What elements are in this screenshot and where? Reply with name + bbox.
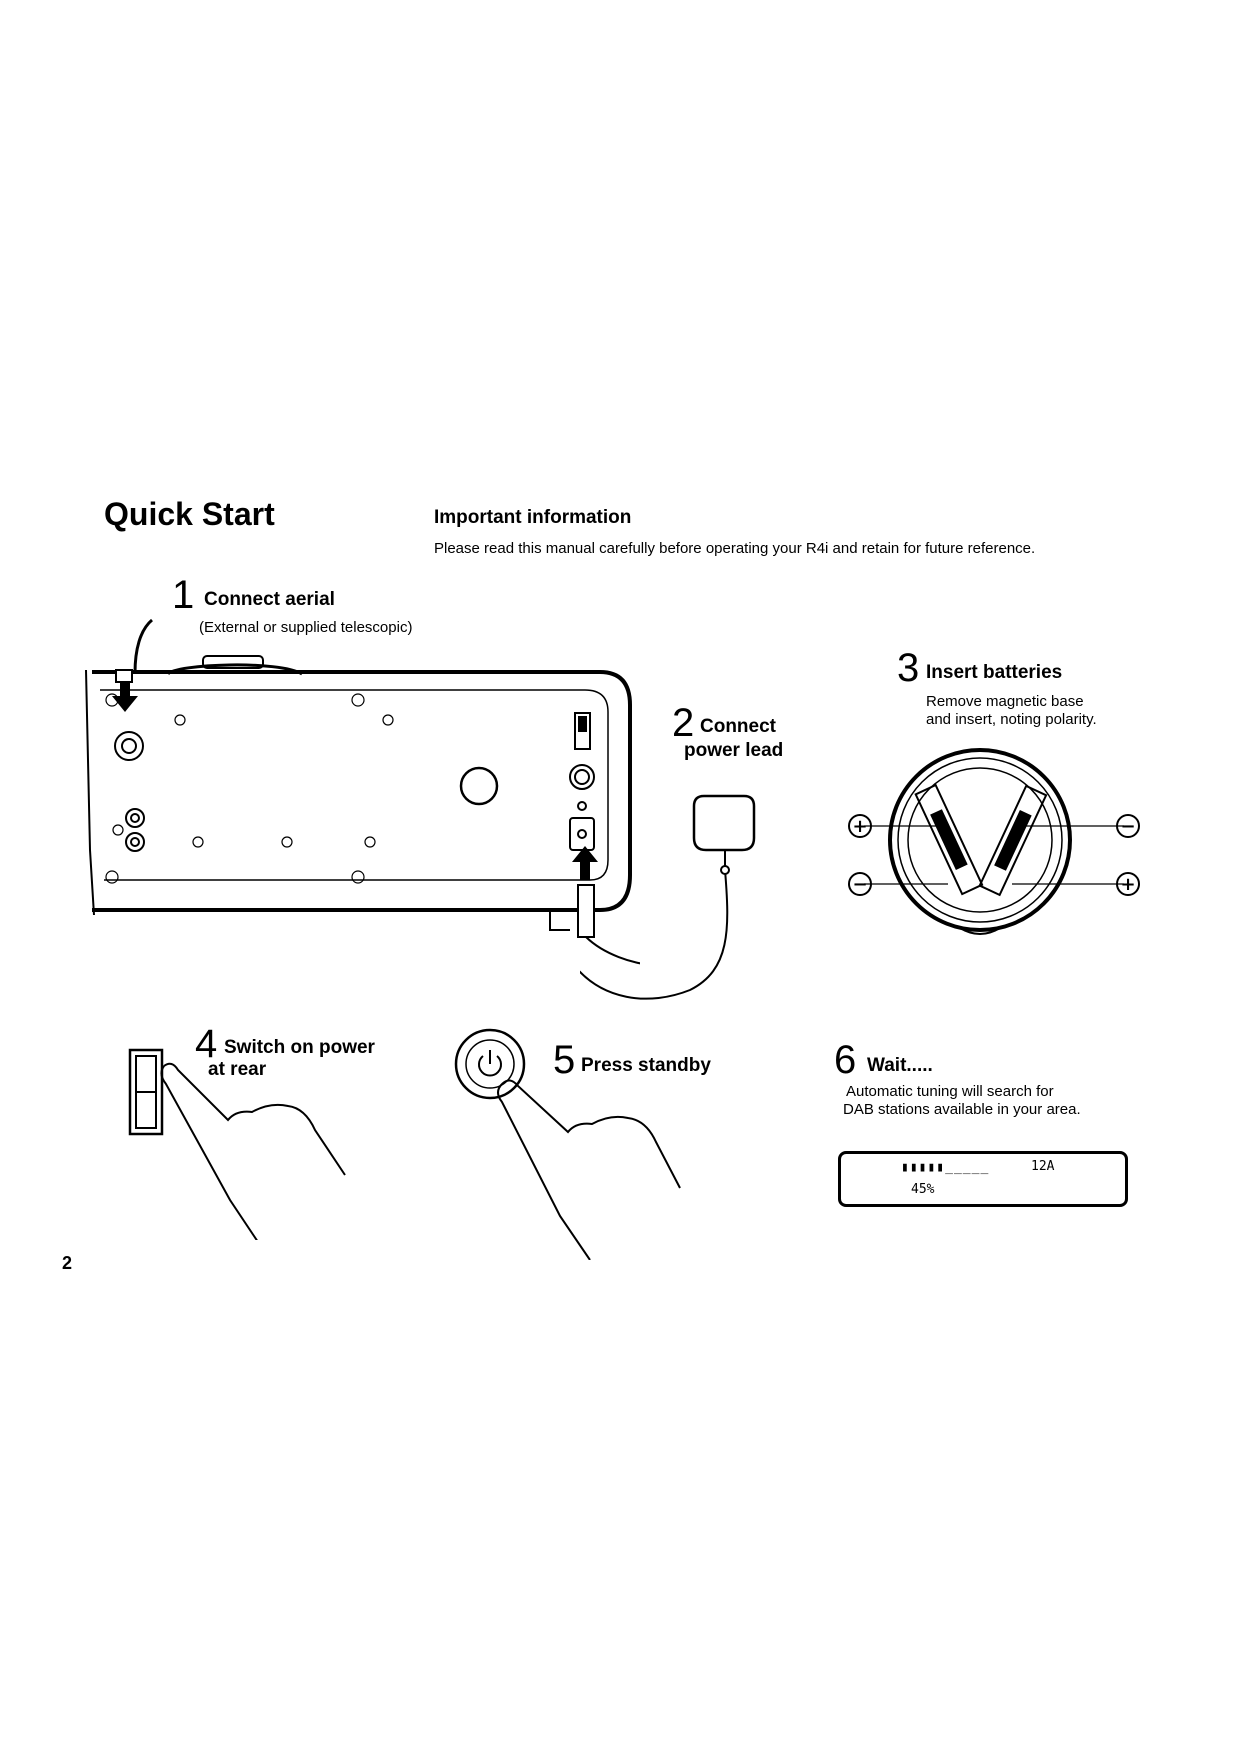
step-6-heading: Wait.....: [867, 1055, 933, 1076]
step-1-sub: (External or supplied telescopic): [199, 619, 413, 636]
step-3-sub-line2: and insert, noting polarity.: [926, 711, 1097, 728]
step-2-heading-line2: power lead: [684, 740, 784, 761]
step-6-number: 6: [834, 1038, 857, 1082]
lcd-display: ▮▮▮▮▮_____ 12A 45%: [838, 1151, 1128, 1207]
standby-button-hand-illustration: [454, 1028, 681, 1260]
step-1-number: 1: [172, 573, 195, 617]
step-5-number: 5: [553, 1038, 576, 1082]
important-info-heading: Important information: [434, 507, 632, 528]
radio-rear-panel-illustration: [85, 618, 640, 965]
step-3-sub-line1: Remove magnetic base: [926, 693, 1084, 710]
step-4-heading-line2: at rear: [208, 1059, 267, 1080]
power-adapter-illustration: [580, 794, 756, 1000]
plus-sign-icon: +: [852, 816, 867, 837]
step-2-number: 2: [672, 701, 695, 745]
minus-sign-icon: −: [852, 874, 867, 895]
step-3-heading: Insert batteries: [926, 662, 1063, 683]
power-switch-hand-illustration: [128, 1048, 346, 1240]
page-title: Quick Start: [104, 496, 275, 532]
lcd-percent: 45%: [911, 1182, 935, 1197]
step-2-heading-line1: Connect: [700, 716, 776, 737]
important-info-text: Please read this manual carefully before…: [434, 540, 1036, 557]
step-1-heading: Connect aerial: [204, 589, 335, 610]
step-3-number: 3: [897, 646, 920, 690]
step-4-heading-line1: Switch on power: [224, 1037, 375, 1058]
step-4-number: 4: [195, 1022, 218, 1066]
plus-sign-icon: +: [1120, 874, 1135, 895]
step-5-heading: Press standby: [581, 1055, 711, 1076]
lcd-channel: 12A: [1031, 1159, 1055, 1174]
lcd-progress-bar: ▮▮▮▮▮_____: [901, 1160, 990, 1175]
minus-sign-icon: −: [1120, 816, 1135, 837]
step-6-sub-line2: DAB stations available in your area.: [843, 1101, 1081, 1118]
page-number: 2: [62, 1253, 73, 1273]
step-6-sub-line1: Automatic tuning will search for: [846, 1083, 1054, 1100]
battery-compartment-illustration: + − − +: [848, 748, 1140, 935]
